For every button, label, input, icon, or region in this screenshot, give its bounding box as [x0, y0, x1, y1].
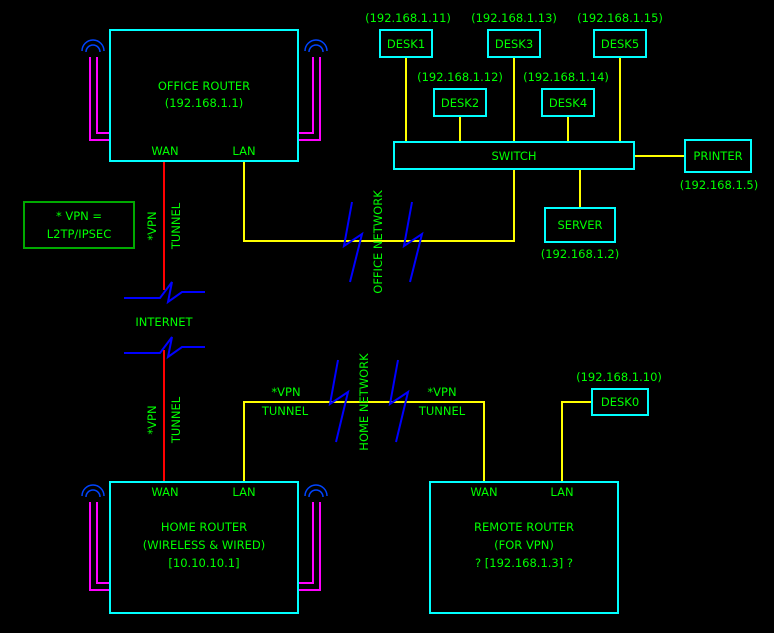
desk3-box — [487, 29, 541, 58]
desk0-ip: (192.168.1.10) — [576, 370, 662, 384]
remote-router-subtitle: (FOR VPN) — [494, 538, 554, 552]
server-label: SERVER — [557, 218, 602, 232]
desk5-label: DESK5 — [601, 37, 639, 51]
home-router-title: HOME ROUTER — [161, 520, 247, 534]
desk1-box — [379, 29, 433, 58]
home-router-lan-label: LAN — [232, 485, 255, 499]
office-lan-line — [243, 162, 515, 242]
desk3-ip: (192.168.1.13) — [471, 11, 557, 25]
device-boxes — [23, 29, 752, 614]
home-router-subtitle: (WIRELESS & WIRED) — [143, 538, 265, 552]
printer-label: PRINTER — [693, 149, 742, 163]
antenna-signal-arcs — [81, 39, 328, 498]
office-router-wan-label: WAN — [151, 144, 178, 158]
home-network-break-left — [328, 359, 350, 443]
remote-router-title: REMOTE ROUTER — [474, 520, 574, 534]
desk2-label: DESK2 — [441, 96, 479, 110]
office-tunnel-label: TUNNEL — [169, 202, 183, 250]
wifi-signal-icon — [81, 39, 105, 53]
home-network-label: HOME NETWORK — [357, 353, 371, 451]
internet-break-bottom — [124, 336, 205, 360]
desk5-ip: (192.168.1.15) — [577, 11, 663, 25]
antenna-icon — [89, 57, 110, 141]
antenna-icon — [298, 57, 321, 141]
home-network-break-right — [388, 359, 410, 443]
wifi-signal-icon — [81, 484, 105, 498]
antenna-icon — [298, 502, 321, 591]
remote-router-lan-label: LAN — [550, 485, 573, 499]
home-vpn-label: *VPN — [145, 405, 159, 434]
remote-wan-tunnel-label: TUNNEL — [418, 404, 466, 418]
antenna-icon — [89, 502, 110, 591]
home-router-box — [109, 481, 299, 614]
printer-box — [684, 139, 752, 173]
office-router-title: OFFICE ROUTER — [158, 79, 250, 93]
remote-router-box — [429, 481, 619, 614]
server-box — [544, 207, 616, 243]
desk4-box — [541, 88, 595, 117]
home-router-wan-label: WAN — [151, 485, 178, 499]
connection-lines — [163, 57, 685, 482]
home-lan-vpn-label: *VPN — [271, 385, 300, 399]
legend-line-1: * VPN = — [56, 209, 102, 223]
desk0-label: DESK0 — [601, 395, 639, 409]
office-vpn-label: *VPN — [145, 211, 159, 240]
wifi-signal-icon — [304, 39, 328, 53]
remote-lan-line — [561, 401, 592, 482]
remote-router-ip: ? [192.168.1.3] ? — [475, 556, 573, 570]
break-symbols — [124, 201, 424, 443]
switch-box — [393, 141, 635, 170]
antennas — [89, 57, 321, 591]
remote-router-wan-label: WAN — [470, 485, 497, 499]
desk4-label: DESK4 — [549, 96, 587, 110]
desk0-box — [591, 388, 649, 416]
internet-label: INTERNET — [135, 315, 193, 329]
home-tunnel-label: TUNNEL — [169, 396, 183, 444]
remote-wan-vpn-label: *VPN — [427, 385, 456, 399]
internet-break-top — [124, 281, 205, 305]
desk2-ip: (192.168.1.12) — [417, 70, 503, 84]
desk1-ip: (192.168.1.11) — [365, 11, 451, 25]
home-router-ip: [10.10.10.1] — [168, 556, 239, 570]
desk4-ip: (192.168.1.14) — [523, 70, 609, 84]
wifi-signal-icon — [304, 484, 328, 498]
office-network-break-right — [402, 201, 424, 283]
server-ip: (192.168.1.2) — [541, 247, 619, 261]
desk5-box — [593, 29, 647, 58]
office-router-box — [109, 29, 299, 162]
legend-box — [23, 201, 135, 249]
switch-label: SWITCH — [491, 149, 536, 163]
desk2-box — [433, 88, 487, 117]
office-network-break-left — [342, 201, 364, 283]
office-router-ip: (192.168.1.1) — [165, 96, 243, 110]
home-lan-line — [243, 401, 485, 482]
office-router-lan-label: LAN — [232, 144, 255, 158]
desk3-label: DESK3 — [495, 37, 533, 51]
desk1-label: DESK1 — [387, 37, 425, 51]
home-lan-tunnel-label: TUNNEL — [261, 404, 309, 418]
printer-ip: (192.168.1.5) — [680, 178, 758, 192]
legend-line-2: L2TP/IPSEC — [47, 227, 111, 241]
diagram-text: OFFICE ROUTER (192.168.1.1) WAN LAN WAN … — [47, 11, 758, 570]
office-network-label: OFFICE NETWORK — [371, 190, 385, 294]
